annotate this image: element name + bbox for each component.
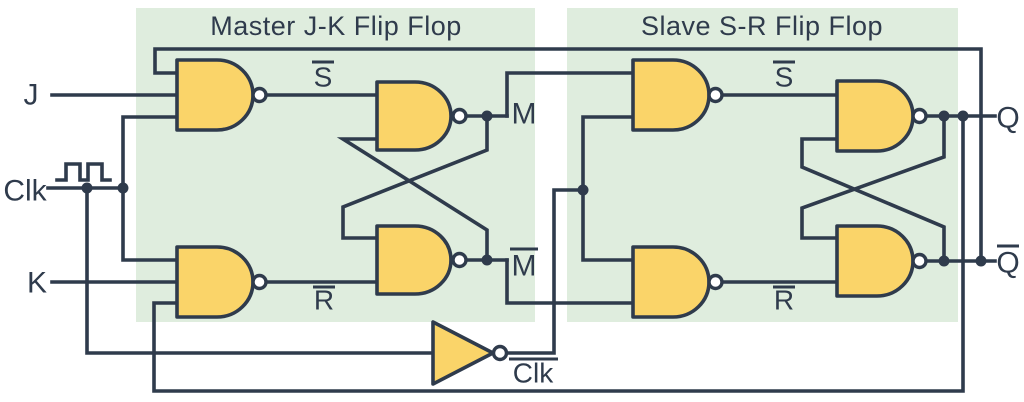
nand-gate-slave-r — [631, 245, 711, 319]
label-rbar-master: R — [314, 285, 334, 316]
bubble-k-gate — [251, 273, 268, 291]
junction-mbar-node — [481, 254, 493, 266]
wire-m-crosscouple — [341, 114, 489, 240]
label-q: Q — [996, 102, 1019, 135]
label-sbar-master: S — [314, 62, 333, 93]
label-j: J — [24, 79, 39, 112]
junction-clk-gates-tap — [117, 182, 129, 194]
wire-inverter-output — [504, 188, 585, 355]
wire-m-to-slave — [505, 71, 635, 118]
wire-qbar-crosscouple — [800, 137, 946, 263]
nand-gate-j-input — [175, 58, 255, 132]
wire-clkbar-to-slave-r — [581, 188, 635, 262]
wire-q-feedback-to-k-gate — [152, 114, 965, 393]
nand-gate-slave-s — [631, 58, 711, 132]
label-sbar-slave: S — [775, 62, 794, 93]
label-qbar: Q — [996, 247, 1019, 280]
junction-clkbar-node — [577, 184, 589, 196]
nand-gate-master-s — [375, 80, 453, 152]
label-rbar-slave: R — [774, 285, 794, 316]
junction-qbar-crosscouple — [938, 255, 950, 267]
label-m: M — [512, 98, 537, 131]
wire-mbar-to-slave — [505, 258, 635, 305]
bubble-master-r-gate — [451, 251, 468, 269]
bubble-slave-q-gate — [911, 107, 928, 125]
junction-qbar-feedback — [975, 255, 987, 267]
nand-gate-slave-qbar — [835, 224, 915, 298]
label-mbar: M — [512, 250, 537, 283]
bubble-slave-r-gate — [707, 273, 724, 291]
nand-gate-k-input — [175, 245, 255, 319]
not-gate-clock-inverter — [431, 320, 495, 386]
bubble-inverter — [491, 344, 509, 362]
label-clkbar: Clk — [513, 358, 554, 389]
slave-title: Slave S-R Flip Flop — [641, 11, 883, 41]
bubble-master-s-gate — [451, 107, 468, 125]
junction-m-node — [481, 110, 493, 122]
master-title: Master J-K Flip Flop — [210, 11, 462, 41]
wire-qbar-feedback-to-j-gate — [153, 47, 983, 263]
bubble-slave-s-gate — [707, 86, 724, 104]
bubble-slave-qbar-gate — [911, 252, 928, 270]
clock-waveform-icon — [55, 162, 112, 182]
junction-q-feedback — [957, 110, 969, 122]
label-k: K — [27, 267, 47, 300]
wire-mbar-crosscouple — [336, 137, 489, 262]
bubble-j-gate — [251, 86, 268, 104]
wire-clk-to-j-gate — [121, 115, 179, 190]
junction-q-crosscouple — [938, 110, 950, 122]
wire-q-crosscouple — [800, 114, 946, 240]
nand-gate-slave-q — [835, 79, 915, 153]
wire-clk-to-inverter — [85, 186, 435, 355]
junction-clk-inverter-tap — [81, 182, 93, 194]
label-clk: Clk — [3, 175, 47, 208]
wire-clk-to-k-gate — [121, 186, 179, 262]
wire-clkbar-to-slave-s — [581, 115, 635, 192]
nand-gate-master-r — [375, 224, 453, 296]
